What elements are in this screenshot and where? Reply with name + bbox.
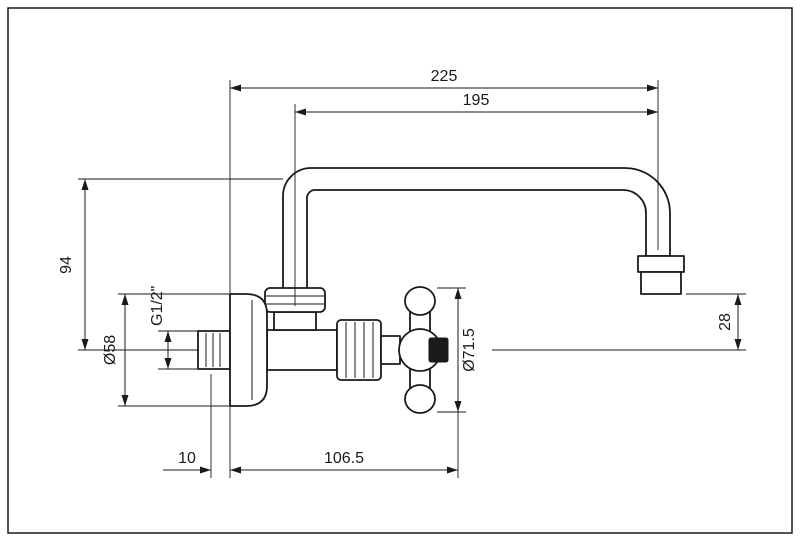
faucet-body <box>266 329 338 371</box>
dim-label-wall-inset: 10 <box>178 450 196 467</box>
drawing-border <box>7 7 793 534</box>
dim-label-spout-height: 94 <box>58 256 75 274</box>
dim-label-thread-size: G1/2" <box>149 286 166 326</box>
cross-handle <box>398 286 449 414</box>
dim-label-handle-diameter: Ø71.5 <box>461 328 478 372</box>
nut-collar <box>273 311 317 331</box>
nipple-body <box>197 330 231 370</box>
aerator-collar <box>637 255 685 273</box>
dim-label-body-projection: 106.5 <box>324 450 364 467</box>
bonnet-nut <box>336 319 382 381</box>
dim-label-outlet-drop: 28 <box>717 313 734 331</box>
aerator-tip <box>640 271 682 295</box>
dimension-annotations: 225 195 94 Ø58 G1/2" Ø71.5 28 10 106.5 <box>58 68 746 478</box>
spout-tube <box>282 167 671 290</box>
wall-nipple <box>197 330 231 370</box>
dim-label-spout-reach: 195 <box>463 92 490 109</box>
spout-outlet <box>637 255 685 295</box>
flange-profile <box>229 293 268 407</box>
wall-flange <box>229 293 268 407</box>
handle-screw-block <box>428 337 449 363</box>
bonnet-body <box>336 319 382 381</box>
handle-arm-bottom-knob <box>404 384 436 414</box>
handle-neck <box>380 335 401 365</box>
dim-label-overall-reach: 225 <box>431 68 458 85</box>
faucet-parts <box>197 167 685 414</box>
dim-label-flange-diameter: Ø58 <box>102 335 119 365</box>
spout-nut <box>264 287 326 331</box>
handle-arm-top-knob <box>404 286 436 316</box>
